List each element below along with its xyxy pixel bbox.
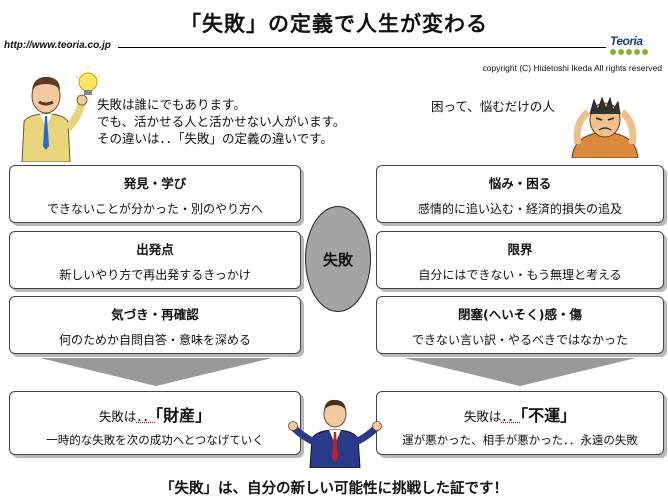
page-title: 「失敗」の定義で人生が変わる	[180, 12, 488, 36]
left-down-arrow	[40, 358, 272, 386]
right-item-head: 悩み・困る	[488, 176, 552, 191]
left-item-starting-point: 出発点 新しいやり方で再出発するきっかけ	[9, 231, 301, 289]
right-result-desc: 運が悪かった、相手が悪かった．．永遠の失敗	[402, 433, 638, 447]
teoria-logo: Teoria	[610, 34, 662, 58]
left-item-head: 出発点	[136, 242, 174, 257]
right-result-box: 失敗は．．「不運」 運が悪かった、相手が悪かった．．永遠の失敗	[376, 391, 664, 455]
intro-text: 失敗は誰にでもあります。 でも、活かせる人と活かせない人がいます。 その違いは．…	[97, 96, 345, 147]
right-item-desc: できない言い訳・やるべきではなかった	[411, 333, 628, 347]
logo-dots	[610, 49, 662, 55]
right-item-limit: 限界 自分にはできない・もう無理と考える	[376, 231, 664, 289]
left-item-discovery: 発見・学び できないことが分かった・別のやり方へ	[9, 165, 301, 223]
worried-man-figure	[571, 96, 639, 158]
left-item-desc: できないことが分かった・別のやり方へ	[46, 202, 263, 216]
right-down-arrow	[404, 358, 636, 386]
logo-text: Teoria	[610, 34, 643, 48]
right-result-headline: 失敗は．．「不運」	[463, 406, 577, 425]
intro-line-3: その違いは．．「失敗」の定義の違いです。	[97, 131, 333, 146]
presenter-figure	[21, 66, 100, 162]
right-item-head: 閉塞(へいそく)感・傷	[458, 307, 582, 322]
right-item-head: 限界	[507, 242, 533, 257]
right-item-worry: 悩み・困る 感情的に追い込む・経済的損失の追及	[376, 165, 664, 223]
center-label: 失敗	[322, 250, 353, 269]
left-item-desc: 何のためか自問自答・意味を深める	[58, 333, 251, 347]
copyright-text: copyright (C) Hidetoshi Ikeda All rights…	[482, 63, 662, 73]
left-result-headline: 失敗は．．「財産」	[98, 406, 212, 425]
right-item-desc: 自分にはできない・もう無理と考える	[418, 268, 622, 282]
worried-label: 困って、悩むだけの人	[431, 99, 555, 114]
left-item-head: 発見・学び	[123, 176, 187, 191]
right-item-blockage: 閉塞(へいそく)感・傷 できない言い訳・やるべきではなかった	[376, 296, 664, 354]
intro-line-1: 失敗は誰にでもあります。	[97, 97, 246, 112]
left-result-box: 失敗は．．「財産」 一時的な失敗を次の成功へとつなげていく	[9, 391, 301, 455]
left-item-awareness: 気づき・再確認 何のためか自問自答・意味を深める	[9, 296, 301, 354]
businessman-figure	[288, 399, 382, 468]
left-item-desc: 新しいやり方で再出発するきっかけ	[59, 268, 251, 282]
right-item-desc: 感情的に追い込む・経済的損失の追及	[417, 202, 622, 216]
header-rule	[118, 47, 606, 48]
failure-center-oval: 失敗	[305, 206, 371, 312]
left-item-head: 気づき・再確認	[111, 307, 199, 322]
intro-line-2: でも、活かせる人と活かせない人がいます。	[97, 114, 346, 129]
site-url[interactable]: http://www.teoria.co.jp	[4, 40, 111, 51]
left-result-desc: 一時的な失敗を次の成功へとつなげていく	[46, 433, 264, 447]
conclusion-text: 「失敗」は、自分の新しい可能性に挑戦した証です！	[160, 481, 508, 497]
